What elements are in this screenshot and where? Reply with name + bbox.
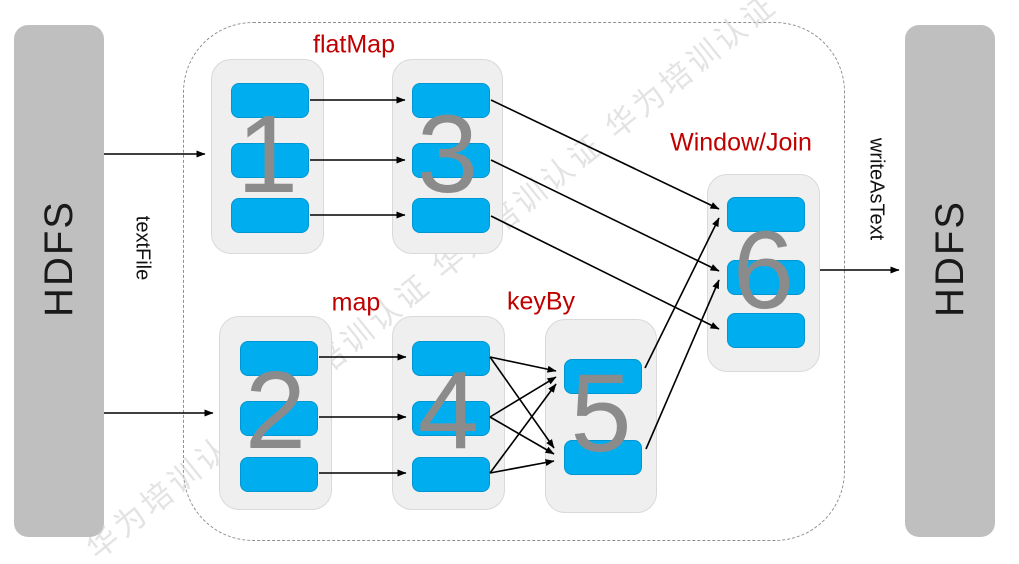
subtask-box <box>412 341 490 376</box>
subtask-box <box>727 313 805 348</box>
task-group-5: 5 <box>545 319 657 513</box>
map-label: map <box>331 288 381 317</box>
textfile-edge-label: textFile <box>131 215 154 281</box>
subtask-box <box>412 143 490 178</box>
task-group-3: 3 <box>392 59 503 254</box>
subtask-box <box>231 143 309 178</box>
window-join-label: Window/Join <box>670 128 812 157</box>
task-group-1: 1 <box>211 59 324 254</box>
task-group-2: 2 <box>219 316 332 510</box>
hdfs-sink-label: HDFS <box>927 199 972 317</box>
job-boundary-dashed-box <box>183 22 845 541</box>
subtask-box <box>412 401 490 436</box>
subtask-box <box>412 198 490 233</box>
subtask-box <box>231 198 309 233</box>
subtask-box <box>727 260 805 295</box>
task-group-4: 4 <box>392 316 505 510</box>
subtask-box <box>727 197 805 232</box>
task-group-6: 6 <box>707 174 820 372</box>
subtask-box <box>564 359 642 394</box>
subtask-box <box>240 341 318 376</box>
subtask-box <box>412 457 490 492</box>
writeastext-edge-label: writeAsText <box>865 137 888 241</box>
hdfs-source-bar: HDFS <box>14 25 104 537</box>
keyby-label: keyBy <box>506 287 576 316</box>
subtask-box <box>412 83 490 118</box>
flatmap-label: flatMap <box>313 30 395 59</box>
hdfs-sink-bar: HDFS <box>905 25 995 537</box>
subtask-box <box>231 83 309 118</box>
hdfs-source-label: HDFS <box>36 199 81 317</box>
subtask-box <box>564 440 642 475</box>
subtask-box <box>240 457 318 492</box>
subtask-box <box>240 401 318 436</box>
